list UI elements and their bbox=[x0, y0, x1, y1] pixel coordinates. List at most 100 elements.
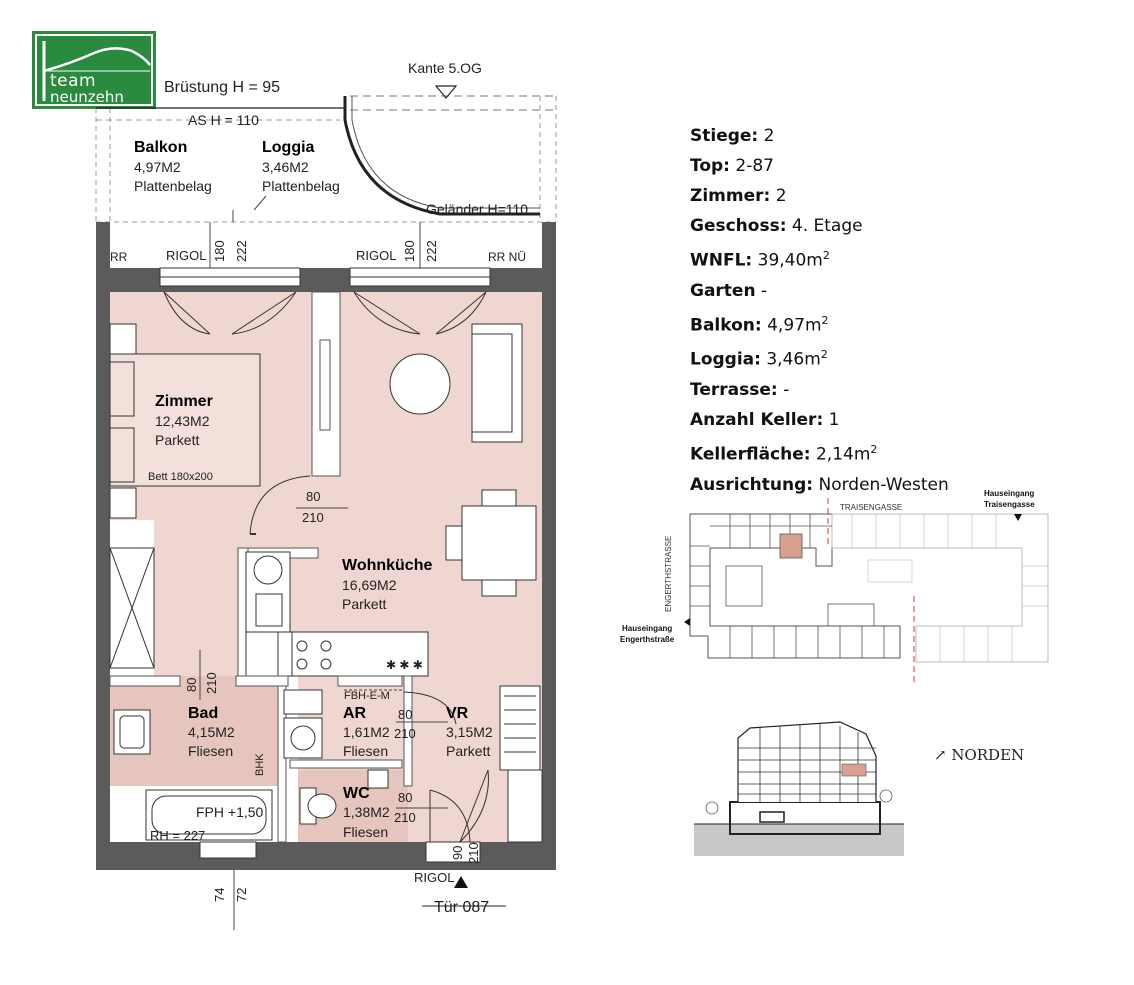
room-name-wc: WC bbox=[343, 785, 370, 802]
info-row: Kellerfläche: 2,14m2 bbox=[690, 435, 949, 470]
site-label-engerthstrasse: ENGERTHSTRASSE bbox=[664, 535, 673, 612]
logo-text-neunzehn: neunzehn bbox=[50, 88, 124, 106]
info-unit-superscript: 2 bbox=[822, 249, 830, 262]
rh-label: RH = 227 bbox=[150, 828, 206, 843]
room-name-wohnkueche: Wohnküche bbox=[342, 557, 433, 574]
info-key: Anzahl Keller: bbox=[690, 409, 824, 430]
dim-90-entrance: 90 bbox=[450, 845, 465, 860]
site-label-hauseingang-traisen: Hauseingang bbox=[984, 489, 1035, 498]
bruestung-label: Brüstung H = 95 bbox=[164, 79, 281, 96]
info-row: WNFL: 39,40m2 bbox=[690, 241, 949, 276]
room-finish-bad: Fliesen bbox=[188, 743, 234, 759]
info-key: Zimmer: bbox=[690, 186, 771, 206]
as-h-label: AS H = 110 bbox=[188, 112, 259, 128]
info-key: Terrasse: bbox=[690, 379, 778, 400]
info-value: 39,40m bbox=[757, 250, 823, 271]
room-name-loggia: Loggia bbox=[262, 139, 315, 156]
dim-80-ar: 80 bbox=[398, 707, 413, 722]
room-finish-ar: Fliesen bbox=[343, 743, 389, 759]
room-area-balkon: 4,97M2 bbox=[134, 159, 181, 175]
dim-210-zimmer: 210 bbox=[302, 510, 324, 525]
dim-210-bad: 210 bbox=[204, 672, 219, 694]
room-name-zimmer: Zimmer bbox=[155, 393, 213, 410]
dim-210-ar: 210 bbox=[394, 726, 416, 741]
info-unit-superscript: 2 bbox=[821, 313, 829, 327]
info-row: Stiege: 2 bbox=[690, 121, 949, 151]
building-section bbox=[694, 721, 904, 856]
team-neunzehn-logo: team neunzehn bbox=[32, 31, 156, 109]
info-key: Geschoss: bbox=[690, 216, 787, 236]
room-area-loggia: 3,46M2 bbox=[262, 159, 309, 175]
info-value: 4. Etage bbox=[791, 216, 863, 236]
rigol-label-right: RIGOL bbox=[356, 248, 397, 263]
stove-label: ✱ ✱ ✱ bbox=[386, 658, 423, 672]
info-row: Garten - bbox=[690, 276, 949, 306]
info-row: Balkon: 4,97m2 bbox=[690, 306, 949, 341]
logo-text-team: team bbox=[50, 71, 97, 91]
dim-80-zimmer: 80 bbox=[306, 489, 321, 504]
dim-74: 74 bbox=[212, 887, 227, 902]
bett-label: Bett 180x200 bbox=[148, 471, 213, 483]
info-unit-superscript: 2 bbox=[820, 348, 828, 362]
info-key: Kellerfläche: bbox=[690, 444, 811, 465]
rr-nue-label: RR NÜ bbox=[488, 250, 526, 264]
info-value: 2,14m bbox=[815, 444, 871, 465]
info-key: Garten bbox=[690, 280, 756, 301]
info-unit-superscript: 2 bbox=[870, 442, 878, 456]
info-value: 2 bbox=[775, 186, 787, 206]
info-key: Loggia: bbox=[690, 349, 761, 370]
info-row: Geschoss: 4. Etage bbox=[690, 211, 949, 241]
bhk-label: BHK bbox=[254, 753, 266, 776]
room-area-zimmer: 12,43M2 bbox=[155, 413, 210, 429]
info-value: - bbox=[783, 379, 790, 400]
room-area-vr: 3,15M2 bbox=[446, 724, 493, 740]
room-name-ar: AR bbox=[343, 705, 367, 722]
room-area-wc: 1,38M2 bbox=[343, 804, 390, 820]
room-finish-balkon: Plattenbelag bbox=[134, 178, 212, 194]
rigol-label-bottom: RIGOL bbox=[414, 870, 455, 885]
info-row: Loggia: 3,46m2 bbox=[690, 340, 949, 375]
info-value: - bbox=[760, 280, 768, 301]
info-key: Top: bbox=[690, 156, 730, 176]
site-plan bbox=[684, 498, 1049, 682]
info-key: WNFL: bbox=[690, 250, 753, 271]
info-key: Stiege: bbox=[690, 126, 759, 146]
info-value: 3,46m bbox=[766, 349, 821, 370]
info-row: Zimmer: 2 bbox=[690, 181, 949, 211]
dim-80-wc: 80 bbox=[398, 790, 413, 805]
dim-222-left: 222 bbox=[234, 240, 249, 262]
rr-label: RR bbox=[110, 250, 128, 264]
info-row: Anzahl Keller: 1 bbox=[690, 405, 949, 435]
info-row: Top: 2-87 bbox=[690, 151, 949, 181]
dim-72: 72 bbox=[234, 887, 249, 902]
kante-label: Kante 5.OG bbox=[408, 60, 482, 76]
dim-222-right: 222 bbox=[424, 240, 439, 262]
north-indicator: ↗ NORDEN bbox=[934, 746, 1025, 764]
info-value: Norden-Westen bbox=[818, 474, 949, 495]
dim-210-wc: 210 bbox=[394, 810, 416, 825]
room-name-bad: Bad bbox=[188, 705, 219, 722]
fph-label: FPH +1,50 bbox=[196, 804, 264, 820]
info-row: Ausrichtung: Norden-Westen bbox=[690, 470, 949, 500]
room-finish-vr: Parkett bbox=[446, 743, 491, 759]
site-label-traisengasse-entrance: Traisengasse bbox=[984, 500, 1035, 509]
room-area-wohnkueche: 16,69M2 bbox=[342, 577, 397, 593]
room-finish-loggia: Plattenbelag bbox=[262, 178, 340, 194]
info-value: 2-87 bbox=[735, 156, 774, 176]
info-key: Balkon: bbox=[690, 315, 762, 336]
site-label-engerthstrasse-entrance: Engerthstraße bbox=[620, 635, 675, 644]
room-area-bad: 4,15M2 bbox=[188, 724, 235, 740]
room-name-balkon: Balkon bbox=[134, 139, 188, 156]
room-area-ar: 1,61M2 bbox=[343, 724, 390, 740]
logo-roof-icon bbox=[35, 34, 153, 106]
info-row: Terrasse: - bbox=[690, 375, 949, 405]
site-label-hauseingang-engerth: Hauseingang bbox=[622, 624, 673, 633]
dim-210-entrance: 210 bbox=[466, 842, 481, 864]
info-value: 1 bbox=[828, 409, 840, 430]
info-key: Ausrichtung: bbox=[690, 474, 814, 495]
fbh-e-m-label: FBH-E-M bbox=[344, 690, 390, 702]
room-name-vr: VR bbox=[446, 705, 469, 722]
dim-80-bad: 80 bbox=[184, 677, 199, 692]
info-value: 2 bbox=[763, 126, 775, 146]
